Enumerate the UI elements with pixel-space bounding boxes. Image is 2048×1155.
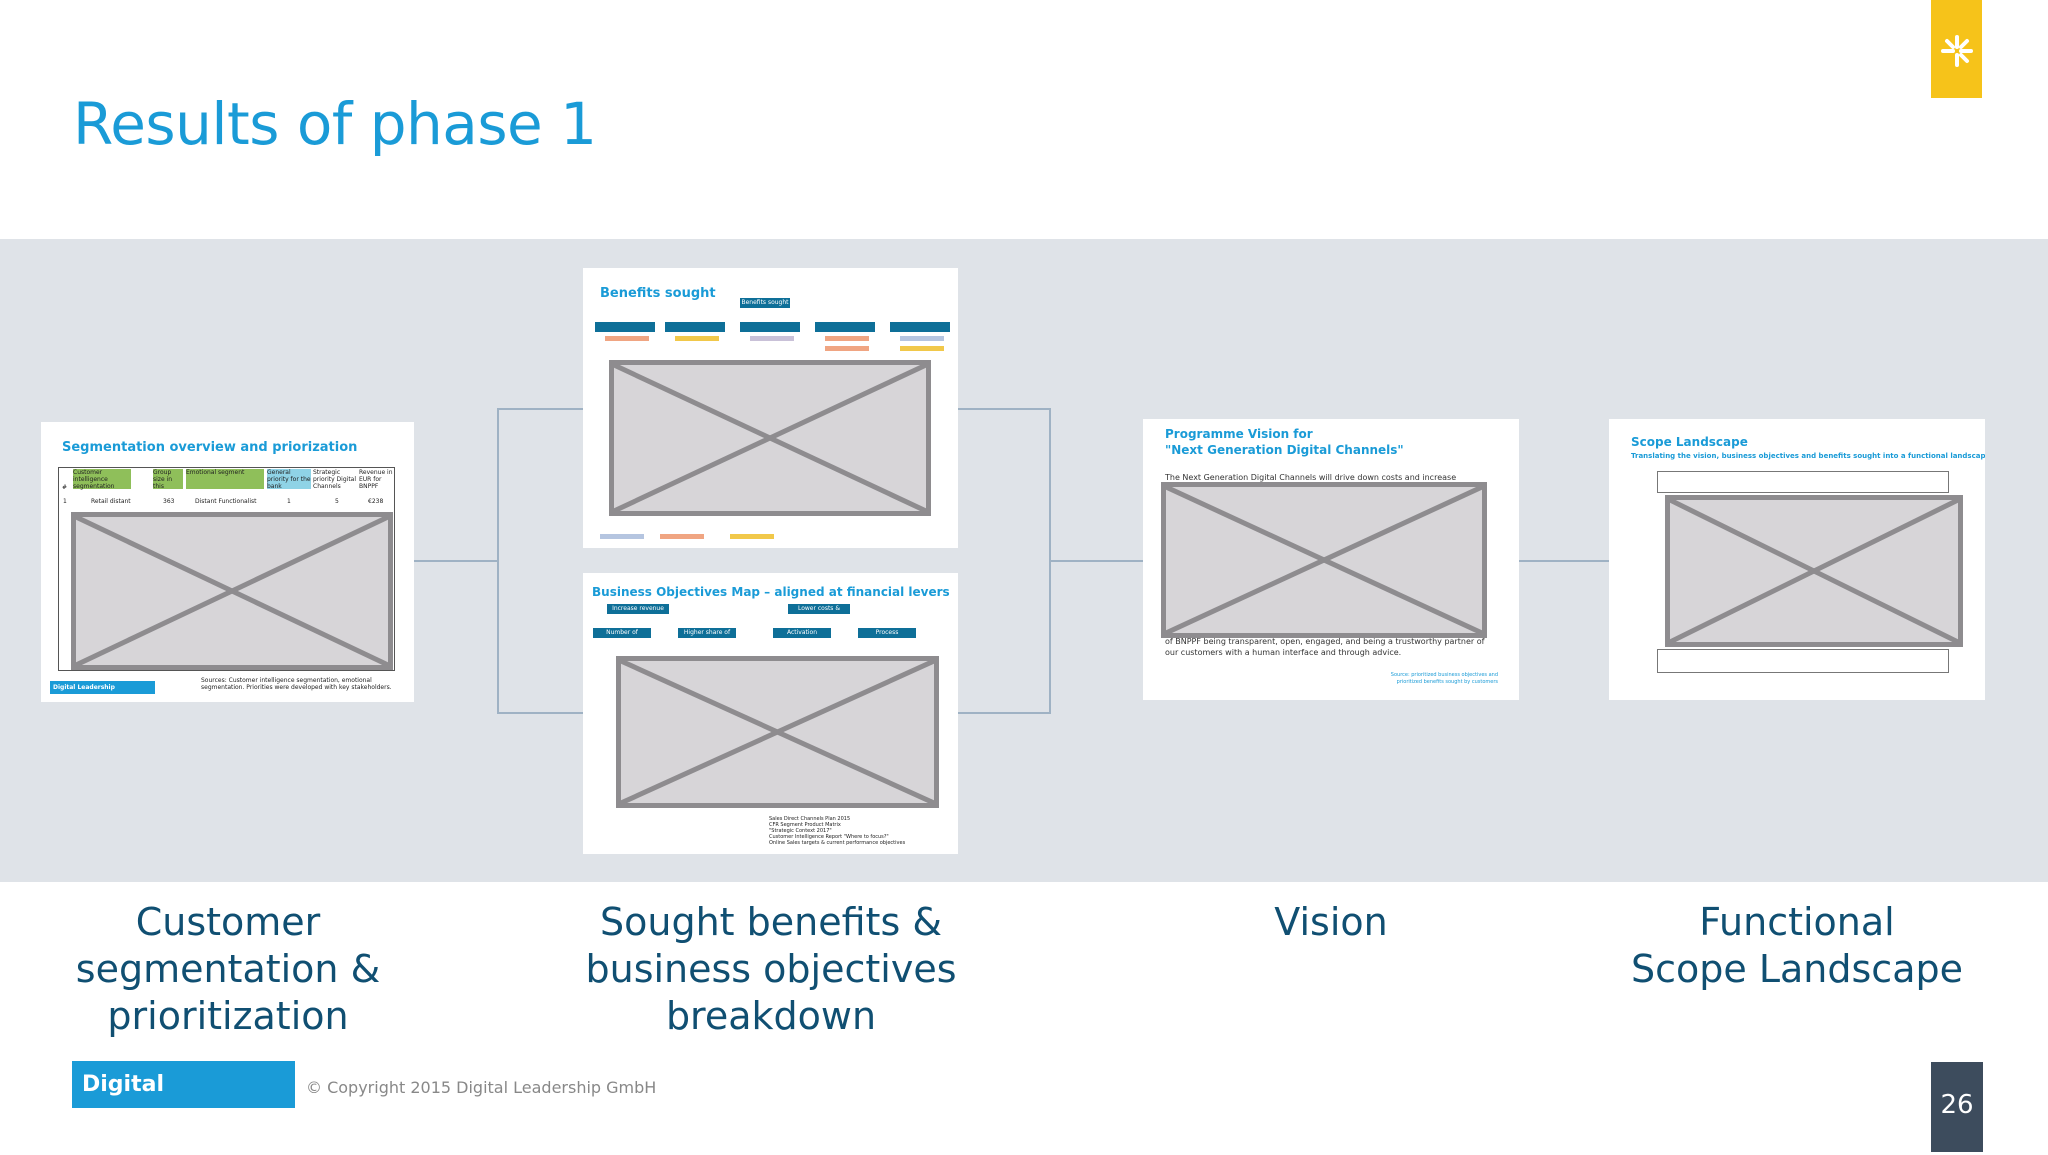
thumbnail-title: Segmentation overview and priorization bbox=[62, 440, 358, 455]
caption-line: Customer bbox=[135, 900, 321, 944]
caption-line: breakdown bbox=[665, 994, 877, 1038]
benefit-header bbox=[740, 322, 800, 332]
benefit-header bbox=[595, 322, 655, 332]
image-placeholder bbox=[616, 656, 939, 808]
table-header: Emotional segment bbox=[186, 469, 264, 489]
list-item: Online Sales targets & current performan… bbox=[769, 840, 906, 846]
caption-line: Scope Landscape bbox=[1631, 947, 1963, 991]
table-cell: €238 bbox=[368, 498, 384, 505]
source-note: Sources: Customer intelligence segmentat… bbox=[201, 677, 392, 691]
legend-chip bbox=[730, 534, 774, 539]
legend-chip bbox=[660, 534, 704, 539]
benefit-chip bbox=[750, 336, 794, 341]
table-header: # bbox=[62, 484, 68, 491]
caption-line: Sought benefits & bbox=[600, 900, 942, 944]
scope-landscape-thumbnail[interactable]: Scope Landscape Translating the vision, … bbox=[1609, 419, 1985, 700]
image-placeholder bbox=[1161, 482, 1487, 638]
benefit-header bbox=[665, 322, 725, 332]
image-placeholder bbox=[609, 360, 931, 516]
caption-line: Functional bbox=[1699, 900, 1895, 944]
benefit-chip bbox=[825, 346, 869, 351]
thumbnail-title: Programme Vision for bbox=[1165, 427, 1313, 441]
list-item: CFR Segment Product Matrix bbox=[769, 822, 841, 828]
benefit-chip bbox=[605, 336, 649, 341]
benefit-chip bbox=[675, 336, 719, 341]
table-header: Group size in this bbox=[153, 469, 183, 490]
image-placeholder bbox=[71, 512, 393, 670]
caption-line: Vision bbox=[1274, 900, 1388, 944]
benefits-sought-thumbnail[interactable]: Benefits sought Benefits sought bbox=[583, 268, 958, 548]
table-header: General priority for the bank bbox=[267, 469, 311, 490]
thumbnail-brand-badge: Digital Leadership bbox=[50, 681, 155, 694]
list-item: Sales Direct Channels Plan 2015 bbox=[769, 816, 851, 822]
table-cell: Distant Functionalist bbox=[195, 498, 257, 505]
landscape-frame bbox=[1657, 471, 1949, 493]
benefit-header bbox=[815, 322, 875, 332]
objective-box: Process improvements bbox=[858, 628, 916, 638]
objective-box: Number of customers bbox=[593, 628, 651, 638]
vision-statement: of BNPPF being transparent, open, engage… bbox=[1165, 637, 1485, 646]
legend-chip bbox=[600, 534, 644, 539]
connector-line bbox=[413, 560, 498, 562]
caption-line: prioritization bbox=[107, 994, 349, 1038]
table-header: Customer intelligence segmentation bbox=[73, 469, 131, 490]
objective-box: Increase revenue bbox=[607, 604, 669, 614]
connector-line bbox=[497, 712, 584, 714]
benefits-badge: Benefits sought bbox=[740, 298, 790, 308]
caption-customer-segmentation: Customer segmentation & prioritization bbox=[48, 899, 408, 1040]
caption-line: business objectives bbox=[585, 947, 957, 991]
segmentation-thumbnail[interactable]: Segmentation overview and priorization #… bbox=[41, 422, 414, 702]
thumbnail-title: Benefits sought bbox=[600, 286, 716, 301]
copyright-text: © Copyright 2015 Digital Leadership GmbH bbox=[306, 1078, 657, 1097]
list-item: "Strategic Context 2017" bbox=[769, 828, 832, 834]
table-cell: 5 bbox=[335, 498, 339, 505]
objective-box: Lower costs & improve profitability bbox=[788, 604, 850, 614]
vision-lead: The Next Generation Digital Channels wil… bbox=[1165, 473, 1457, 482]
benefit-chip bbox=[900, 336, 944, 341]
list-item: Customer Intelligence Report "Where to f… bbox=[769, 834, 889, 840]
page-title: Results of phase 1 bbox=[73, 90, 597, 158]
benefit-chip bbox=[825, 336, 869, 341]
image-placeholder bbox=[1665, 495, 1963, 647]
source-note: Source: prioritized business objectives … bbox=[1390, 672, 1498, 685]
caption-line: segmentation & bbox=[75, 947, 381, 991]
connector-line bbox=[497, 408, 499, 714]
objective-box: Activation bbox=[773, 628, 831, 638]
table-cell: 1 bbox=[63, 498, 67, 505]
table-cell: 363 bbox=[163, 498, 175, 505]
connector-line bbox=[958, 712, 1051, 714]
source-list: Sales Direct Channels Plan 2015 CFR Segm… bbox=[769, 816, 905, 846]
thumbnail-title: "Next Generation Digital Channels" bbox=[1165, 443, 1404, 457]
thumbnail-subtitle: Translating the vision, business objecti… bbox=[1631, 452, 1985, 460]
caption-sought-benefits: Sought benefits & business objectives br… bbox=[571, 899, 971, 1040]
table-cell: Retail distant bbox=[91, 498, 131, 505]
objective-box: Higher share of wallet bbox=[678, 628, 736, 638]
page-number: 26 bbox=[1931, 1062, 1983, 1152]
thumbnail-title: Business Objectives Map – aligned at fin… bbox=[592, 585, 950, 599]
table-header: Revenue in EUR for BNPPF bbox=[359, 469, 393, 490]
caption-functional-scope: Functional Scope Landscape bbox=[1597, 899, 1997, 993]
table-header: Strategic priority Digital Channels bbox=[313, 469, 357, 490]
vision-statement: our customers with a human interface and… bbox=[1165, 648, 1402, 657]
vision-thumbnail[interactable]: Programme Vision for "Next Generation Di… bbox=[1143, 419, 1519, 700]
business-objectives-thumbnail[interactable]: Business Objectives Map – aligned at fin… bbox=[583, 573, 958, 854]
caption-vision: Vision bbox=[1181, 899, 1481, 946]
connector-line bbox=[497, 408, 584, 410]
connector-line bbox=[1049, 560, 1143, 562]
brand-label: Digital Leadership bbox=[72, 1061, 295, 1144]
connector-line bbox=[1519, 560, 1609, 562]
table-cell: 1 bbox=[287, 498, 291, 505]
benefit-header bbox=[890, 322, 950, 332]
segmentation-table bbox=[58, 467, 395, 671]
connector-line bbox=[958, 408, 1051, 410]
asterisk-logo-icon bbox=[1941, 35, 1973, 67]
thumbnail-title: Scope Landscape bbox=[1631, 435, 1748, 449]
brand-logo-tab bbox=[1931, 0, 1982, 98]
landscape-frame bbox=[1657, 649, 1949, 673]
benefit-chip bbox=[900, 346, 944, 351]
